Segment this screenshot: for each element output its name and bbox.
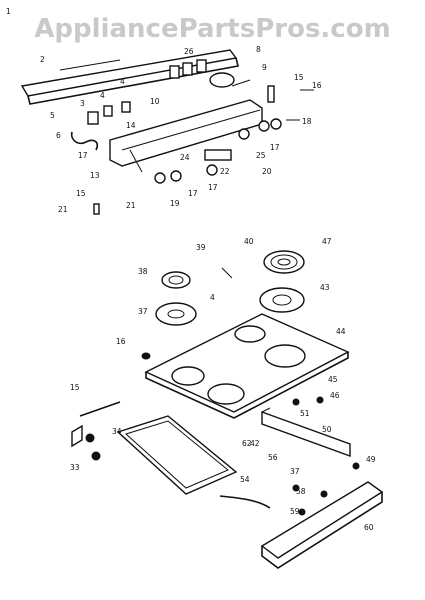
part-label: 17 [270,143,280,152]
part-label: 62 [242,439,252,448]
part-label: 56 [268,453,278,462]
part-label: 15 [76,189,86,198]
part-label: 13 [90,171,100,180]
screw-part [320,490,328,498]
part-label: 47 [322,237,332,246]
part-label: 22 [220,167,230,176]
screw-part [91,451,101,461]
screw-part [292,398,300,406]
part-label: 38 [138,267,148,276]
site-watermark: AppliancePartsPros.com [34,14,391,44]
part-label: 44 [336,327,346,336]
switch-part [87,111,99,125]
part-label: 10 [150,97,160,106]
clock-part [209,72,235,88]
element-opening [264,344,306,368]
part-label: 26 [184,47,194,56]
part-label: 15 [294,73,304,82]
part-label: 42 [250,439,260,448]
part-label: 25 [256,151,266,160]
part-label: 5 [50,111,55,120]
trim-part [71,424,83,448]
part-label: 24 [180,153,190,162]
switch-part [103,105,113,117]
screw-part [93,203,100,215]
switch-part [169,65,180,79]
glass-panel [116,415,238,495]
part-label: 15 [70,383,80,392]
screw-part [316,396,324,404]
part-label: 16 [312,81,322,90]
part-label: 60 [364,523,374,532]
knob-part [270,118,282,130]
screw-part [292,484,300,492]
burner-part [161,271,191,289]
bracket-part [267,85,275,103]
part-label: 49 [366,455,376,464]
part-label: 45 [328,375,338,384]
screw-part [352,462,360,470]
element-opening [207,383,245,405]
part-label: 14 [126,121,136,130]
part-label: 51 [300,409,310,418]
part-label: 50 [322,425,332,434]
part-label: 40 [244,237,254,246]
part-label: 34 [112,427,122,436]
part-label: 17 [78,151,88,160]
drip-pan [259,287,305,313]
part-label: 58 [296,487,306,496]
part-label: 17 [188,189,198,198]
part-label: 37 [290,467,300,476]
wire-part [70,131,99,151]
part-label: 3 [80,99,85,108]
wire-part [219,495,271,509]
part-label: 37 [138,307,148,316]
screw-part [298,508,306,516]
switch-part [182,62,193,76]
part-label: 21 [126,201,136,210]
switch-part [196,59,207,73]
part-label: 8 [256,45,261,54]
side-bracket [261,411,351,457]
drip-pan [155,302,197,326]
knob-part [258,120,270,132]
part-label: 33 [70,463,80,472]
part-label: 18 [302,117,312,126]
part-label: 4 [210,293,215,302]
element-opening [171,366,205,386]
part-label: 4 [120,77,125,86]
part-label: 4 [100,91,105,100]
screw-part [85,433,95,443]
switch-part [121,101,131,113]
part-label: 19 [170,199,180,208]
part-label: 2 [40,55,45,64]
part-label: 6 [56,131,61,140]
part-label: 54 [240,475,250,484]
knob-part [206,164,218,176]
part-label: 17 [208,183,218,192]
knob-part [170,170,182,182]
part-label: 21 [58,205,68,214]
part-label: 59 [290,507,300,516]
part-label: 46 [330,391,340,400]
bracket-part [204,149,232,161]
part-label: 1 [6,7,11,16]
part-label: 43 [320,283,330,292]
part-label: 39 [196,243,206,252]
element-opening [234,325,266,343]
part-label: 16 [116,337,126,346]
clip-part [141,352,151,360]
cooktop-assembly [71,250,384,569]
part-label: 20 [262,167,272,176]
control-panel-assembly [20,49,314,215]
knob-part [154,172,166,184]
part-label: 9 [262,63,267,72]
part-labels: 2 1 3 4 4 5 6 8 9 10 13 14 15 15 16 17 1… [6,7,376,532]
coil-element [263,250,305,274]
knob-part [238,128,250,140]
